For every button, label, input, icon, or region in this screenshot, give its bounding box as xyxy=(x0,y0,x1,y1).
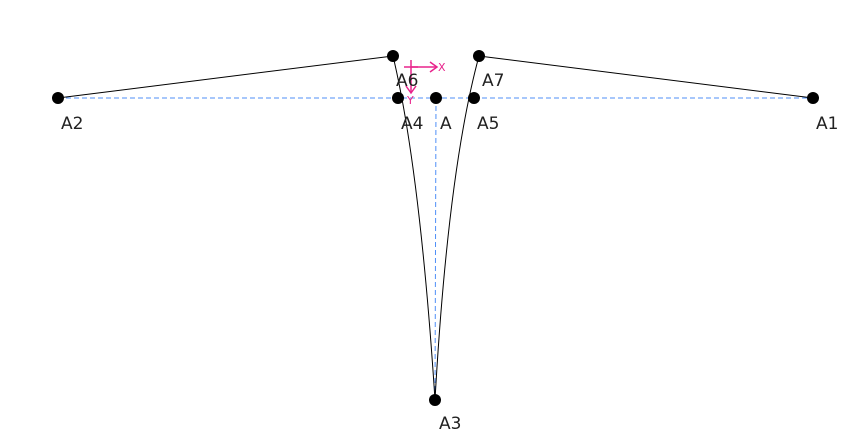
curve-a7-a3[interactable] xyxy=(434,55,480,401)
label-a2[interactable]: A2 xyxy=(61,114,83,134)
point-a[interactable] xyxy=(430,92,442,104)
guide-line-vertical xyxy=(434,97,437,401)
point-a1[interactable] xyxy=(807,92,819,104)
label-a7[interactable]: A7 xyxy=(482,71,504,91)
point-a2[interactable] xyxy=(52,92,64,104)
point-a3[interactable] xyxy=(429,394,441,406)
point-a7[interactable] xyxy=(473,50,485,62)
label-a[interactable]: A xyxy=(440,114,452,134)
label-a5[interactable]: A5 xyxy=(477,114,499,134)
label-a1[interactable]: A1 xyxy=(816,114,838,134)
line-a2-a6[interactable] xyxy=(57,55,394,99)
label-a3[interactable]: A3 xyxy=(439,414,461,434)
axis-y-label: Y xyxy=(406,94,414,107)
point-a5[interactable] xyxy=(468,92,480,104)
axis-x-label: X xyxy=(438,61,446,74)
axis-origin-icon xyxy=(404,60,439,95)
point-a6[interactable] xyxy=(387,50,399,62)
line-a7-a1[interactable] xyxy=(478,55,814,99)
curve-a6-a3[interactable] xyxy=(392,55,436,401)
label-a6[interactable]: A6 xyxy=(396,71,418,91)
point-a4[interactable] xyxy=(392,92,404,104)
label-a4[interactable]: A4 xyxy=(401,114,423,134)
